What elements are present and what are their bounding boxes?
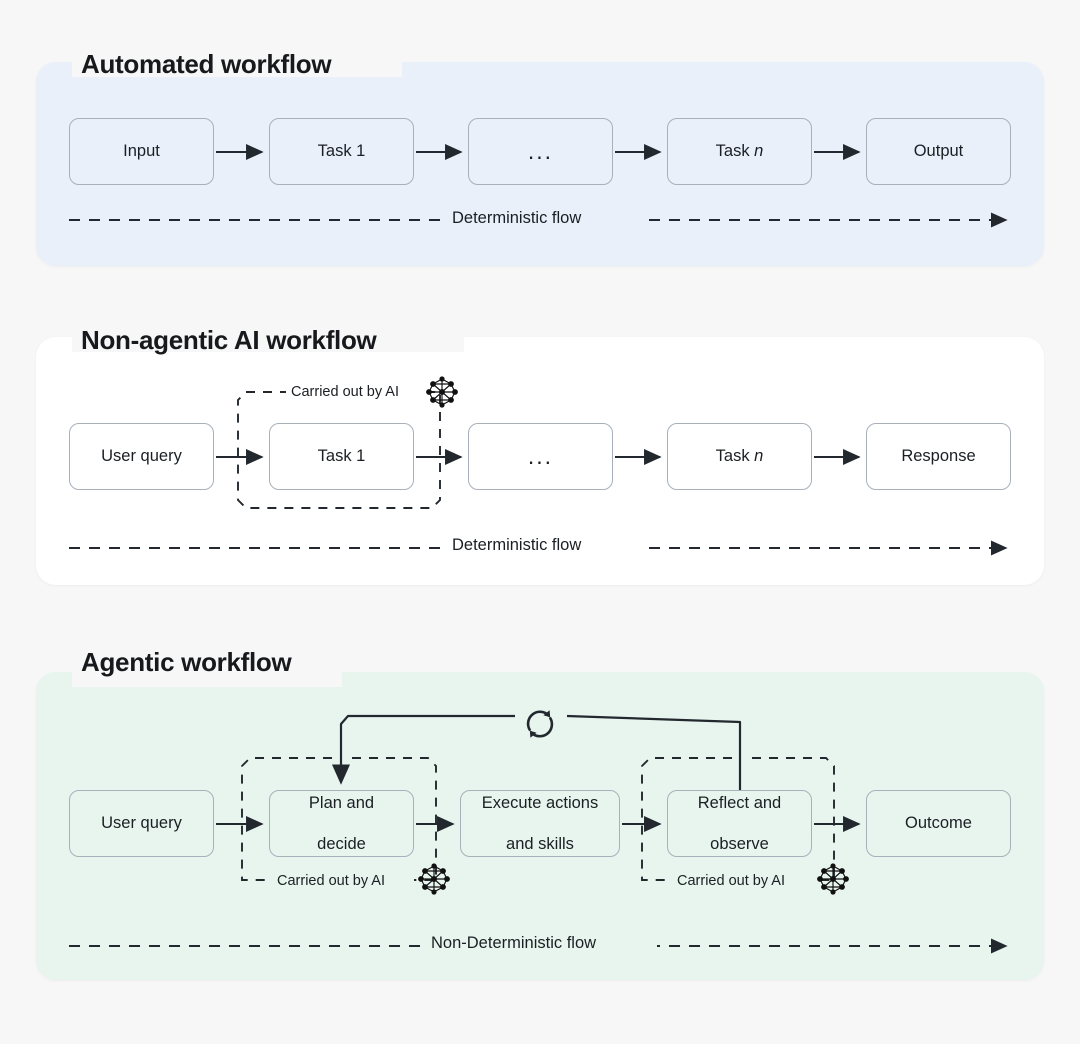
node-label: Execute actions and skills: [482, 793, 598, 855]
panel-title-nonagentic: Non-agentic AI workflow: [81, 325, 377, 355]
node-task-n[interactable]: Task n: [667, 423, 812, 490]
node-label: Input: [123, 142, 160, 161]
node-outcome[interactable]: Outcome: [866, 790, 1011, 857]
node-user-query[interactable]: User query: [69, 790, 214, 857]
node-label: Reflect and observe: [698, 793, 781, 855]
ai-region-label-reflect-observe: Carried out by AI: [677, 873, 785, 889]
node-label: ...: [527, 443, 554, 470]
neural-network-icon: [416, 862, 452, 901]
node-task-1[interactable]: Task 1: [269, 423, 414, 490]
node-label: Outcome: [905, 814, 972, 833]
ai-region-label-plan-decide: Carried out by AI: [277, 873, 385, 889]
neural-network-icon: [424, 375, 460, 414]
node-task-1[interactable]: Task 1: [269, 118, 414, 185]
node-label-line1: Reflect and: [697, 793, 782, 812]
node-label: ...: [527, 138, 554, 165]
node-label: Task n: [715, 142, 764, 161]
panel-automated-workflow: [36, 62, 1044, 266]
title-backdrop-automated: [72, 55, 402, 77]
panel-title-automated: Automated workflow: [81, 49, 332, 79]
node-plan-and-decide[interactable]: Plan and decide: [269, 790, 414, 857]
node-label: Response: [901, 447, 976, 466]
node-ellipsis[interactable]: ...: [468, 118, 613, 185]
node-label: Plan and decide: [309, 793, 374, 855]
panel-agentic-workflow: [36, 672, 1044, 980]
panel-title-agentic: Agentic workflow: [81, 647, 292, 677]
node-reflect-and-observe[interactable]: Reflect and observe: [667, 790, 812, 857]
node-label-line1: Execute actions: [481, 793, 599, 812]
node-task-n[interactable]: Task n: [667, 118, 812, 185]
node-label-line1: Plan and: [308, 793, 375, 812]
flow-label-deterministic-nonagentic: Deterministic flow: [452, 536, 582, 554]
node-label: User query: [101, 814, 182, 833]
title-backdrop-agentic: [72, 665, 342, 687]
node-output[interactable]: Output: [866, 118, 1011, 185]
node-label-line2: observe: [710, 834, 769, 853]
node-user-query[interactable]: User query: [69, 423, 214, 490]
node-label-line2: decide: [317, 834, 366, 853]
neural-network-icon: [815, 862, 851, 901]
ai-region-label-task1: Carried out by AI: [291, 384, 399, 400]
node-input[interactable]: Input: [69, 118, 214, 185]
node-label-line2: and skills: [506, 834, 574, 853]
node-label: Task 1: [317, 447, 366, 466]
node-ellipsis[interactable]: ...: [468, 423, 613, 490]
node-response[interactable]: Response: [866, 423, 1011, 490]
title-backdrop-nonagentic: [72, 330, 464, 352]
node-label: User query: [101, 447, 182, 466]
node-label: Output: [913, 142, 964, 161]
node-label: Task n: [715, 447, 764, 466]
loop-refresh-icon: [518, 702, 562, 751]
node-execute-actions-and-skills[interactable]: Execute actions and skills: [460, 790, 620, 857]
flow-label-deterministic-automated: Deterministic flow: [452, 209, 582, 227]
flow-label-nondeterministic-agentic: Non-Deterministic flow: [431, 934, 597, 952]
node-label: Task 1: [317, 142, 366, 161]
